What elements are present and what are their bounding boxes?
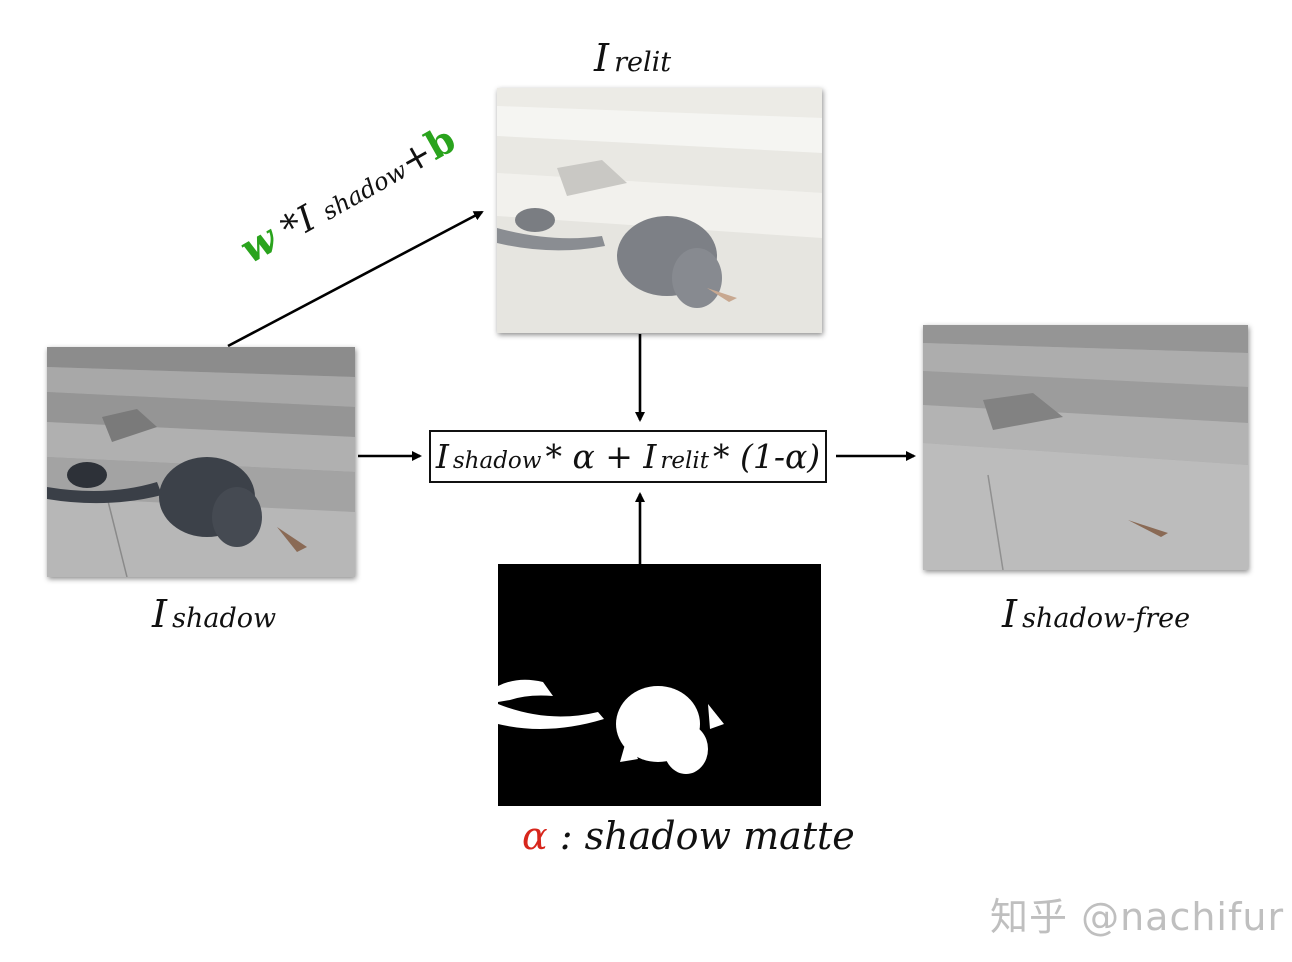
label-free-sub: shadow-free (1022, 603, 1191, 634)
label-shadow-free: I shadow-free (1002, 592, 1190, 636)
formula-mid1: * α + I (545, 437, 657, 476)
formula-s2: relit (660, 447, 709, 474)
formula-mid2: * (1-α) (712, 437, 821, 476)
label-shadow-sub: shadow (172, 603, 277, 634)
label-relit-main: I (594, 36, 610, 80)
relit-image (497, 88, 822, 333)
formula-s1: shadow (452, 447, 542, 474)
label-shadow-main: I (152, 592, 168, 636)
label-free-main: I (1002, 592, 1018, 636)
matte-alpha-symbol: α (522, 814, 548, 858)
label-shadow-matte: α : shadow matte (522, 814, 855, 858)
label-relit: I relit (594, 36, 671, 80)
composite-formula-box: I shadow * α + I relit * (1-α) (429, 430, 827, 483)
formula-i1: I (435, 437, 449, 476)
shadow-free-image (923, 325, 1248, 570)
arrow-shadow-to-relit (227, 210, 484, 348)
matte-text: : shadow matte (547, 814, 855, 858)
shadow-image (47, 347, 355, 577)
label-shadow: I shadow (152, 592, 276, 636)
label-relit-sub: relit (614, 47, 672, 78)
watermark: 知乎 @nachifur (990, 895, 1285, 939)
shadow-matte-image (498, 564, 821, 806)
